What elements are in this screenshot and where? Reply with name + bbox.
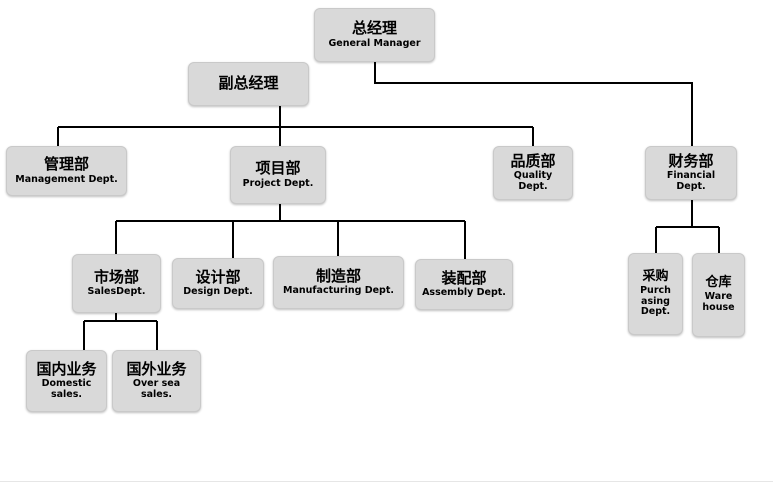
node-label-zh: 设计部 xyxy=(195,267,241,286)
node-label-en: Project Dept. xyxy=(242,177,314,189)
node-label-en: Purch asing Dept. xyxy=(640,284,671,318)
node-financial-dept: 财务部 Financial Dept. xyxy=(645,146,737,200)
node-project-dept: 项目部 Project Dept. xyxy=(230,146,326,204)
node-label-en: General Manager xyxy=(328,37,421,49)
node-design-dept: 设计部 Design Dept. xyxy=(172,258,264,309)
node-label-zh: 制造部 xyxy=(315,266,361,285)
node-oversea-sales: 国外业务 Over sea sales. xyxy=(112,350,201,412)
node-label-zh: 市场部 xyxy=(93,267,139,286)
node-label-en: SalesDept. xyxy=(87,286,146,298)
node-label-en: Assembly Dept. xyxy=(422,287,506,299)
node-sales-dept: 市场部 SalesDept. xyxy=(72,254,161,313)
bottom-divider xyxy=(0,481,773,482)
node-label-en: Management Dept. xyxy=(15,173,118,185)
node-label-zh: 仓库 xyxy=(705,275,732,291)
node-label-zh: 财务部 xyxy=(668,151,714,170)
node-label-en: Financial Dept. xyxy=(666,170,716,193)
node-purchasing-dept: 采购 Purch asing Dept. xyxy=(628,253,683,335)
node-label-zh: 品质部 xyxy=(510,151,556,170)
node-management-dept: 管理部 Management Dept. xyxy=(6,146,127,196)
node-label-zh: 采购 xyxy=(642,268,669,284)
node-warehouse: 仓库 Ware house xyxy=(692,253,745,337)
node-quality-dept: 品质部 Quality Dept. xyxy=(493,146,573,200)
node-general-manager: 总经理 General Manager xyxy=(314,8,435,62)
node-label-en: Quality Dept. xyxy=(513,170,553,193)
node-domestic-sales: 国内业务 Domestic sales. xyxy=(26,350,107,412)
node-label-en: Manufacturing Dept. xyxy=(283,285,394,297)
node-label-zh: 项目部 xyxy=(255,159,301,178)
node-label-en: Domestic sales. xyxy=(41,378,92,401)
node-assembly-dept: 装配部 Assembly Dept. xyxy=(415,259,513,310)
node-label-zh: 管理部 xyxy=(43,155,89,174)
node-label-en: Ware house xyxy=(702,291,735,313)
node-label-zh: 副总经理 xyxy=(218,74,279,93)
node-deputy-general-manager: 副总经理 xyxy=(188,62,309,106)
node-manufacturing-dept: 制造部 Manufacturing Dept. xyxy=(273,256,404,309)
node-label-zh: 国内业务 xyxy=(36,359,97,378)
node-label-en: Over sea sales. xyxy=(132,378,181,401)
node-label-zh: 总经理 xyxy=(351,19,397,38)
node-label-zh: 国外业务 xyxy=(126,359,187,378)
node-label-zh: 装配部 xyxy=(441,268,487,287)
node-label-en: Design Dept. xyxy=(183,286,253,298)
